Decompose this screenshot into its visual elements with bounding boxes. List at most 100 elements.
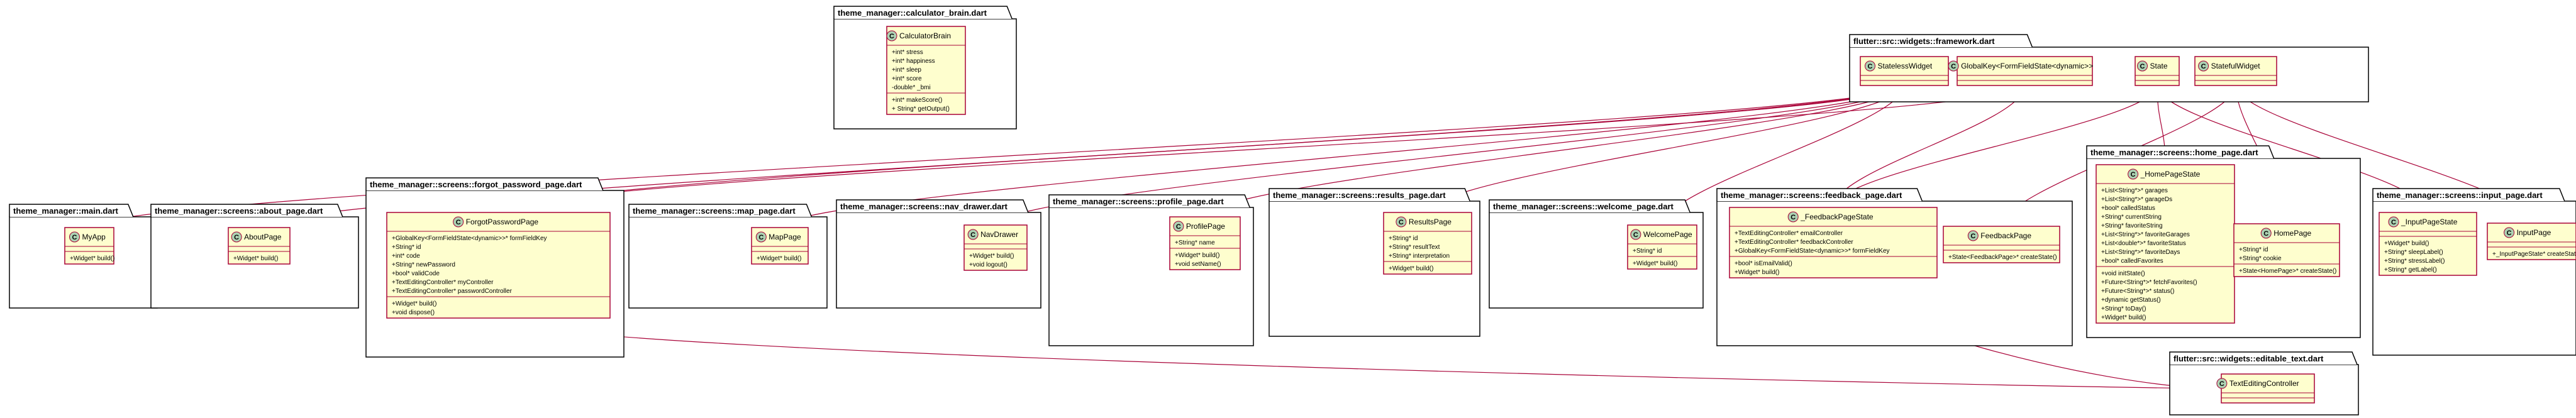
class-name: CalculatorBrain	[899, 31, 951, 40]
class-icon-letter: C	[758, 234, 763, 241]
class-icon	[2128, 168, 2139, 180]
package-title: theme_manager::screens::nav_drawer.dart	[840, 202, 1008, 211]
package-tab	[9, 204, 134, 217]
class-icon-letter: C	[1951, 63, 1956, 70]
class-field: +TextEditingController* myController	[392, 279, 494, 286]
package-title: theme_manager::screens::profile_page.dar…	[1053, 197, 1224, 206]
class-icon-letter: C	[889, 33, 894, 40]
class-globalkey-formfieldstate-dynamic: C GlobalKey<FormFieldState<dynamic>>	[1948, 56, 2093, 86]
class-method: +Widget* build()	[1735, 269, 1779, 276]
class-field: +bool* validCode	[392, 270, 440, 277]
class-name: FeedbackPage	[1980, 231, 2031, 240]
class-icon	[1967, 230, 1979, 241]
class-field: +String* currentString	[2101, 214, 2162, 221]
class-icon-letter: C	[2263, 230, 2268, 238]
package-title: theme_manager::screens::feedback_page.da…	[1721, 190, 1902, 200]
class-field: +int* code	[392, 253, 420, 260]
package-title: theme_manager::calculator_brain.dart	[838, 8, 987, 18]
class-icon-letter: C	[2131, 171, 2136, 179]
class-icon	[453, 216, 464, 228]
class-homepagestate: C_HomePageState+List<String*>* garages+L…	[2096, 164, 2235, 324]
class-field: +String* cookie	[2239, 255, 2282, 262]
package-title: theme_manager::screens::welcome_page.dar…	[1493, 202, 1674, 211]
class-name: ResultsPage	[1409, 217, 1452, 226]
class-name: MapPage	[769, 233, 801, 241]
class-method: +Widget* build()	[70, 255, 114, 262]
class-icon	[755, 231, 767, 243]
class-method: +String* stressLabel()	[2384, 258, 2445, 265]
package-tab	[836, 199, 1029, 213]
class-texteditingcontroller: C TextEditingController	[2216, 373, 2315, 404]
class-method: +Widget* build()	[2101, 314, 2146, 321]
class-icon-letter: C	[970, 231, 975, 239]
class-icon-letter: C	[2140, 63, 2145, 70]
class-field: +String* interpretation	[1389, 253, 1450, 260]
class-method: +_InputPageState* createState()	[2492, 251, 2576, 258]
class-name: ForgotPasswordPage	[466, 217, 539, 226]
class-method: +Widget* build()	[969, 253, 1014, 260]
class-field: +TextEditingController* feedbackControll…	[1735, 239, 1853, 246]
package-title: flutter::src::widgets::framework.dart	[1853, 36, 1995, 46]
class-field: +TextEditingController* emailController	[1735, 230, 1843, 237]
class-icon	[231, 231, 242, 243]
class-box	[1860, 56, 1949, 86]
class-name: GlobalKey<FormFieldState<dynamic>>	[1961, 62, 2093, 70]
class-field: +String* id	[1633, 248, 1662, 255]
class-method: +Future<String*>* status()	[2101, 288, 2174, 295]
class-icon-letter: C	[234, 234, 239, 241]
relation-line	[497, 85, 1905, 213]
class-name: ProfilePage	[1186, 222, 1225, 231]
class-method: +void initState()	[2101, 270, 2145, 277]
class-name: TextEditingController	[2229, 379, 2299, 388]
package-tab	[833, 6, 1013, 19]
class-field: +String* favoriteString	[2101, 223, 2163, 229]
class-icon	[69, 231, 80, 243]
class-field: +int* sleep	[892, 67, 921, 74]
class-feedbackpagestate: C_FeedbackPageState+TextEditingControlle…	[1729, 207, 1938, 278]
class-field: +List<String*>* garages	[2101, 187, 2168, 194]
package-title: flutter::src::widgets::editable_text.dar…	[2174, 354, 2324, 363]
package-title: theme_manager::main.dart	[13, 206, 119, 216]
package-tab	[628, 204, 813, 217]
class-field: +String* resultText	[1389, 244, 1440, 251]
class-icon	[1173, 221, 1184, 232]
class-box	[886, 26, 966, 115]
package-title: theme_manager::screens::forgot_password_…	[370, 180, 582, 189]
class-method: +State<FeedbackPage>* createState()	[1948, 254, 2057, 261]
package-title: theme_manager::screens::home_page.dart	[2090, 148, 2258, 157]
class-icon-letter: C	[2219, 380, 2224, 388]
package-title: theme_manager::screens::map_page.dart	[633, 206, 796, 216]
package-tab	[1489, 199, 1690, 213]
package-tab	[150, 204, 343, 217]
class-icon	[1865, 60, 1875, 72]
class-icon	[2216, 378, 2228, 389]
class-box	[2221, 373, 2315, 404]
class-box	[1957, 56, 2093, 86]
class-method: +Widget* build()	[233, 255, 278, 262]
class-field: +List<String*>* favoriteDays	[2101, 249, 2180, 256]
class-method: +State<HomePage>* createState()	[2239, 268, 2336, 275]
package-tab	[1716, 188, 1923, 202]
package-tab	[1048, 194, 1250, 208]
class-method: +dynamic getStatus()	[2101, 297, 2161, 304]
class-method: +Widget* build()	[2384, 240, 2429, 247]
class-box	[2096, 164, 2235, 324]
class-field: +bool* calledStatus	[2101, 205, 2155, 212]
class-field: +String* name	[1175, 239, 1215, 246]
class-name: InputPage	[2517, 228, 2551, 237]
class-icon-letter: C	[1868, 63, 1873, 70]
class-inputpagestate: C_InputPageState+Widget* build()+String*…	[2379, 212, 2477, 276]
package-tab	[365, 177, 604, 191]
class-field: +String* id	[392, 244, 421, 251]
class-box	[2487, 223, 2576, 260]
class-method: +Widget* build()	[757, 255, 801, 262]
class-method: +Widget* build()	[1389, 265, 1433, 272]
class-method: +bool* isEmailValid()	[1735, 260, 1792, 267]
